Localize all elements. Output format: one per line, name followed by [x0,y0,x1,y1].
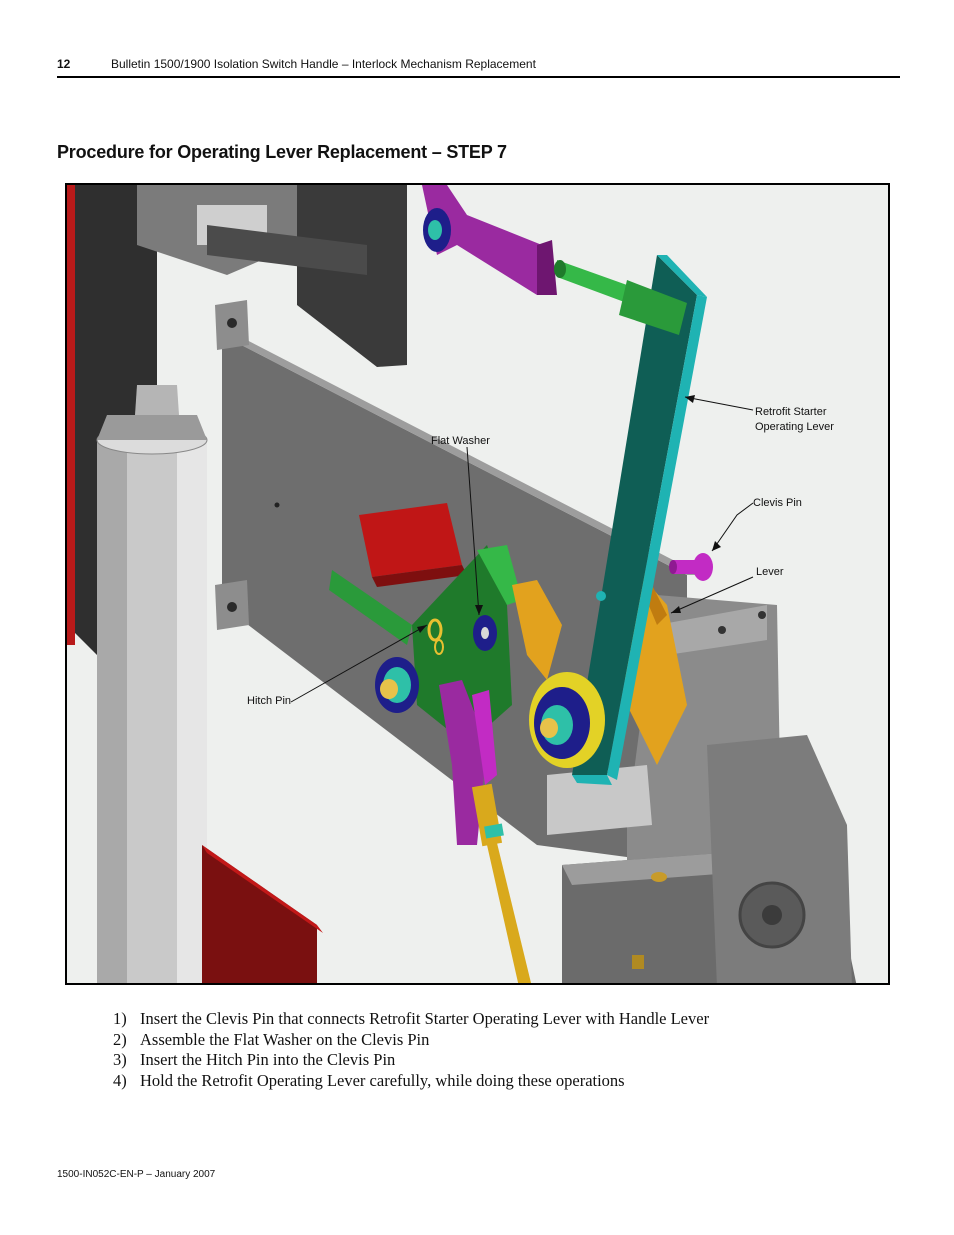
callout-flat-washer: Flat Washer [431,435,490,447]
green-bracket-left [329,570,412,645]
callout-clevis-pin: Clevis Pin [753,497,802,509]
callout-lines [290,396,754,703]
step-item: 4) Hold the Retrofit Operating Lever care… [113,1071,709,1092]
procedure-steps: 1) Insert the Clevis Pin that connects Re… [113,1009,709,1092]
section-title: Procedure for Operating Lever Replacemen… [57,142,507,162]
page-footer: 1500-IN052C-EN-P – January 2007 [57,1169,216,1180]
upper-green-pin [557,260,627,303]
handle-lever-upper [512,580,562,680]
header-rule [57,76,900,78]
red-part [202,845,317,983]
callout-retrofit-lever: Retrofit Starter Operating Lever [755,405,834,435]
upper-link [422,185,542,295]
callout-arrowheads [417,395,721,633]
step-item: 2) Assemble the Flat Washer on the Clevis… [113,1030,709,1051]
callout-lever: Lever [756,566,784,578]
callout-retrofit-line2: Operating Lever [755,421,834,433]
step-number: 4) [113,1071,127,1091]
step-text: Assemble the Flat Washer on the Clevis P… [140,1029,430,1049]
hitch-pin [427,618,443,642]
mechanism-drawing [67,185,888,983]
callout-hitch-pin: Hitch Pin [247,695,292,707]
red-tab [359,503,462,577]
step-number: 2) [113,1029,127,1049]
step-item: 1) Insert the Clevis Pin that connects Re… [113,1009,709,1030]
step-item: 3) Insert the Hitch Pin into the Clevis P… [113,1050,709,1071]
retrofit-operating-lever [572,255,697,775]
step-text: Hold the Retrofit Operating Lever carefu… [140,1071,625,1091]
running-title: Bulletin 1500/1900 Isolation Switch Hand… [111,57,536,71]
push-rod [487,843,532,983]
callout-retrofit-line1: Retrofit Starter [755,406,827,418]
step-number: 1) [113,1009,127,1028]
step-text: Insert the Hitch Pin into the Clevis Pin [140,1050,396,1070]
upper-block [297,185,407,367]
page-number: 12 [57,57,71,71]
step-text: Insert the Clevis Pin that connects Retr… [140,1009,710,1028]
step-number: 3) [113,1050,127,1070]
page-header: 12 Bulletin 1500/1900 Isolation Switch H… [57,57,900,77]
mechanism-illustration: Retrofit Starter Operating Lever Flat Wa… [65,183,890,985]
